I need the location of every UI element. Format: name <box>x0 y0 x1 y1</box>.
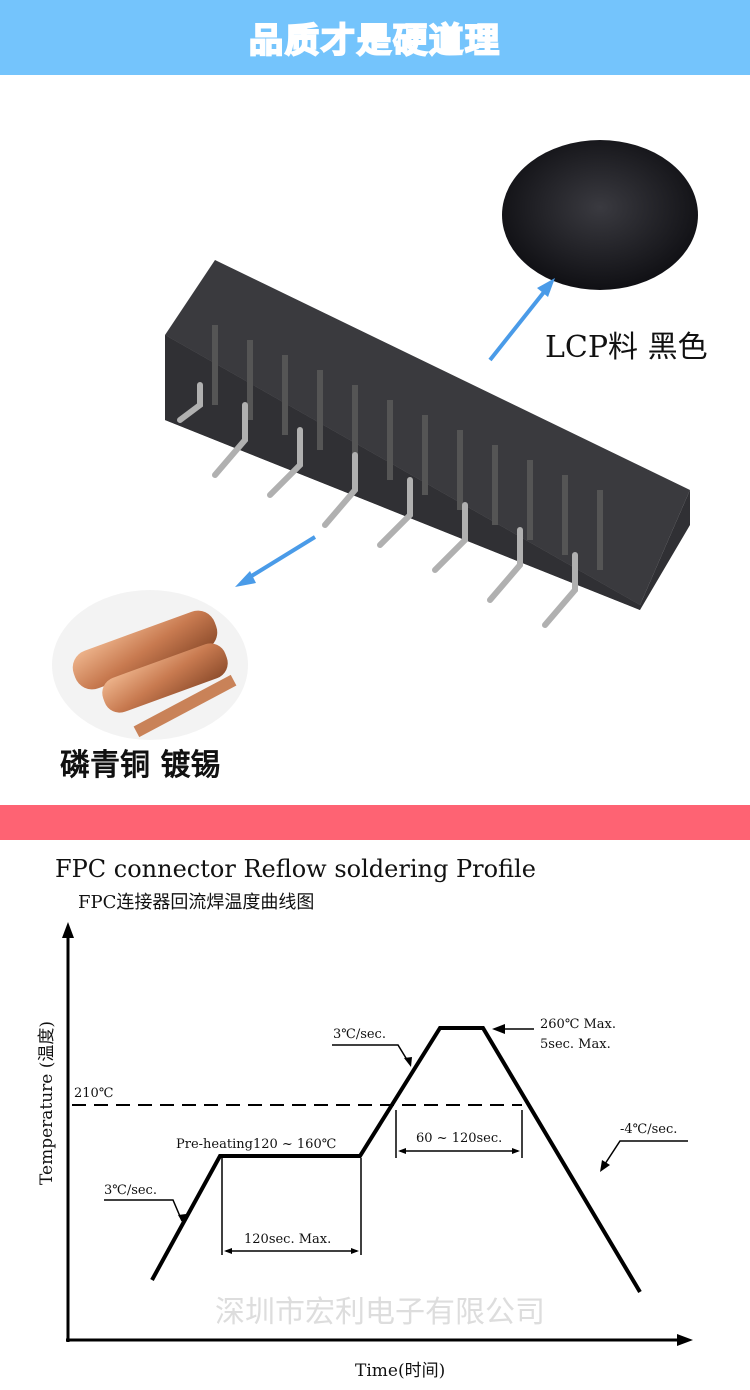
arrow-icon <box>243 535 317 582</box>
label-peak-temp: 260℃ Max. <box>540 1017 616 1032</box>
label-ramp1: 3℃/sec. <box>104 1183 157 1198</box>
label-cool: -4℃/sec. <box>620 1122 677 1137</box>
label-preheat-time: 120sec. Max. <box>244 1232 331 1247</box>
copper-label: 磷青铜 镀锡 <box>60 748 221 783</box>
x-axis-label: Time(时间) <box>355 1361 445 1381</box>
x-axis-arrow-icon <box>677 1334 693 1346</box>
product-illustration <box>52 140 698 740</box>
label-above-210: 60 ~ 120sec. <box>416 1131 502 1146</box>
arrow-head-icon <box>537 278 555 297</box>
lcp-label: LCP料 黑色 <box>545 330 708 365</box>
watermark: 深圳市宏利电子有限公司 <box>215 1295 545 1330</box>
header-banner: 品质才是硬道理 <box>0 0 750 75</box>
label-ramp2: 3℃/sec. <box>333 1027 386 1042</box>
profile-subtitle: FPC连接器回流焊温度曲线图 <box>78 892 315 913</box>
connector-image <box>165 260 690 628</box>
dimension-lines <box>221 1110 523 1255</box>
label-preheat: Pre-heating120 ~ 160℃ <box>176 1137 336 1152</box>
temperature-curve <box>150 1026 642 1294</box>
lcp-pellets-image <box>502 140 698 290</box>
header-title: 品质才是硬道理 <box>248 20 501 62</box>
y-axis-label: Temperature (温度) <box>37 1021 57 1185</box>
arrow-head-icon <box>235 571 256 587</box>
label-peak-time: 5sec. Max. <box>540 1037 611 1052</box>
arrow-icon <box>488 285 550 362</box>
label-210: 210℃ <box>74 1086 113 1101</box>
section-divider <box>0 805 750 840</box>
profile-title: FPC connector Reflow soldering Profile <box>55 855 536 883</box>
y-axis-arrow-icon <box>62 922 74 938</box>
copper-rods <box>72 610 237 738</box>
leader-lines <box>104 1024 688 1225</box>
